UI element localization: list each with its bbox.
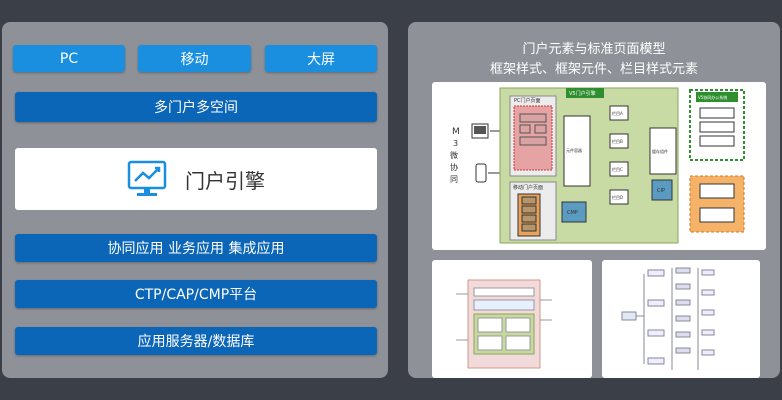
engine-label: 门户引擎 [185, 168, 265, 193]
svg-text:微: 微 [450, 150, 458, 160]
cip-box [651, 179, 673, 201]
server-bar[interactable]: 应用服务器/数据库 [15, 327, 377, 355]
pc-button[interactable]: PC [13, 45, 125, 72]
element-tree-thumbnail [602, 260, 760, 378]
m3-label: M [452, 127, 460, 137]
platform-bar[interactable]: CTP/CAP/CMP平台 [15, 280, 377, 308]
svg-text:移动门户页面: 移动门户页面 [513, 184, 543, 191]
svg-text:栏目A: 栏目A [612, 110, 623, 116]
svg-text:栏目C: 栏目C [612, 166, 623, 172]
svg-text:V5协同办公系统: V5协同办公系统 [698, 94, 727, 100]
apps-bar[interactable]: 协同应用 业务应用 集成应用 [15, 234, 377, 262]
svg-text:栏目B: 栏目B [612, 138, 623, 144]
monitor-chart-icon [127, 160, 167, 196]
svg-text:缓存组件: 缓存组件 [652, 148, 668, 154]
svg-text:协: 协 [450, 162, 458, 172]
svg-text:同: 同 [450, 175, 458, 184]
cache-box [649, 127, 677, 175]
element-tree-diagram [621, 267, 715, 370]
large-screen-button[interactable]: 大屏 [265, 45, 377, 72]
cmp-box [561, 201, 587, 223]
svg-text:PC门户页面: PC门户页面 [514, 97, 541, 104]
svg-text:元件容器: 元件容器 [566, 147, 582, 153]
portal-model-panel: 门户元素与标准页面模型 框架样式、框架元件、栏目样式元素 M 3 微 协 同 V… [408, 22, 780, 378]
v5-portal-label: V5门户引擎 [569, 90, 596, 97]
multi-portal-bar[interactable]: 多门户多空间 [15, 92, 377, 122]
svg-text:CMP: CMP [567, 210, 578, 216]
architecture-panel: PC 移动 大屏 多门户多空间 门户引擎 协同应用 业务应用 集成应用 CTP/… [2, 22, 388, 378]
page-layout-thumbnail [432, 260, 592, 378]
container-box [563, 115, 591, 187]
svg-text:3: 3 [453, 139, 458, 148]
model-title-line2: 框架样式、框架元件、栏目样式元素 [489, 62, 698, 77]
mobile-button[interactable]: 移动 [138, 45, 251, 72]
portal-engine-box: 门户引擎 [15, 148, 377, 210]
svg-text:CIP: CIP [657, 188, 665, 194]
page-layout-diagram [456, 279, 552, 369]
portal-architecture-diagram: M 3 微 协 同 V5门户引擎 PC门户页面 移动门户页面 [450, 87, 745, 244]
svg-text:栏目D: 栏目D [612, 194, 623, 200]
model-title-line1: 门户元素与标准页面模型 [522, 42, 666, 57]
phone-device-icon [475, 163, 487, 183]
portal-architecture-image: M 3 微 协 同 V5门户引擎 PC门户页面 移动门户页面 [432, 82, 766, 250]
